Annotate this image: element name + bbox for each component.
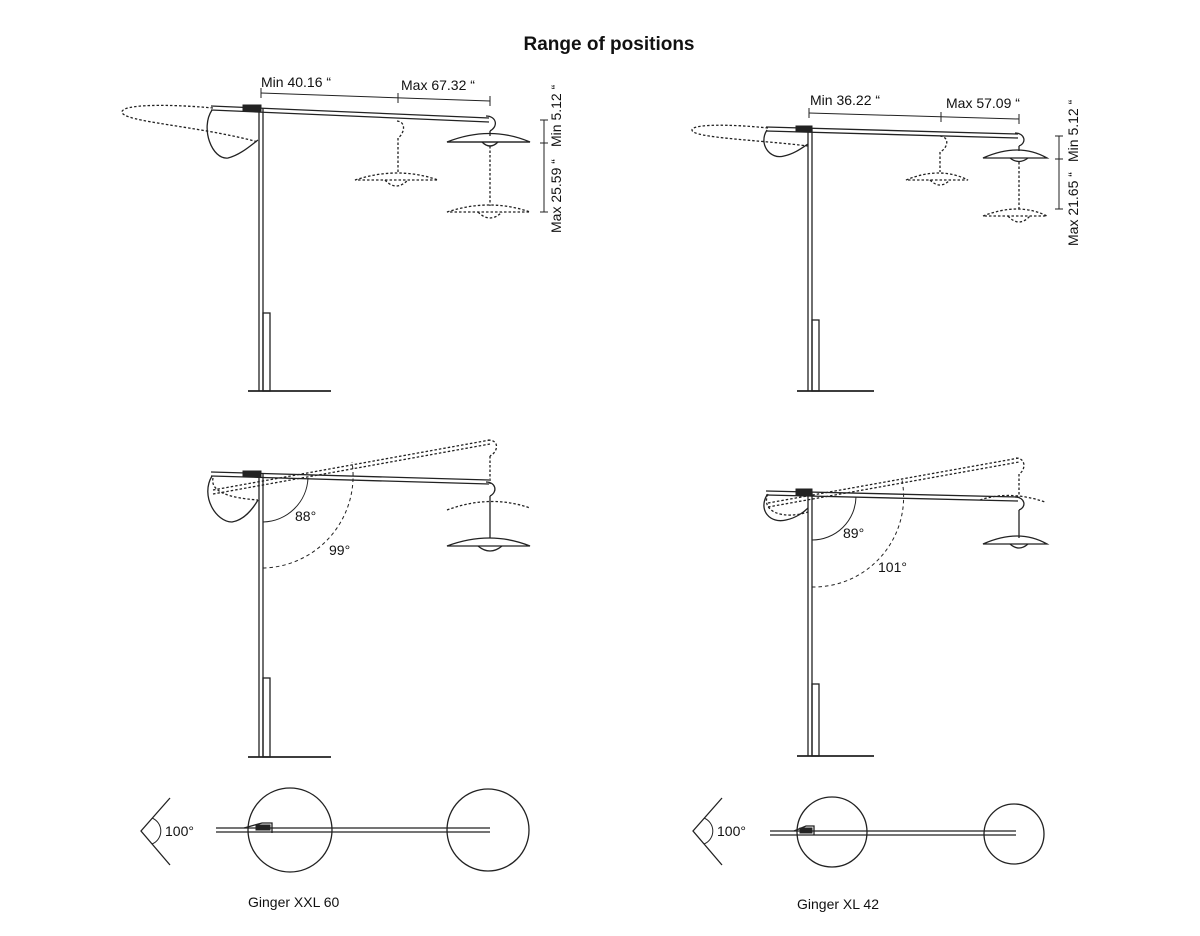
xl42-drop-max-label: Max 21.65 “ — [1065, 172, 1081, 246]
xl42-tilt-view: 89° 101° — [763, 457, 1050, 757]
xxl60-model-caption: Ginger XXL 60 — [248, 894, 340, 910]
xxl60-reach-dimension — [260, 92, 491, 102]
xxl60-cable — [206, 109, 259, 159]
xl42-reach-max-label: Max 57.09 “ — [946, 95, 1020, 111]
xl42-reach-min-label: Min 36.22 “ — [810, 92, 880, 108]
xxl60-counterweight — [262, 312, 271, 392]
xxl60-rotation-chevron — [140, 797, 171, 866]
xxl60-joint — [255, 824, 271, 831]
xxl60-top-view: 100° — [140, 787, 530, 873]
xl42-tilt-arc-solid — [811, 496, 857, 541]
xl42-top-view: 100° — [692, 796, 1045, 868]
xxl60-tilt-angle-solid: 88° — [295, 508, 316, 524]
xl42-drop-min-label: Min 5.12 “ — [1065, 99, 1081, 162]
xxl60-reach-drop-view: Min 40.16 “ Max 67.32 “ Min 5.12 “ Max 2… — [121, 74, 564, 392]
xl42-model-caption: Ginger XL 42 — [797, 896, 879, 912]
xxl60-reach-max-label: Max 67.32 “ — [401, 77, 475, 93]
xxl60-drop-max-label: Max 25.59 “ — [548, 159, 564, 233]
xl42-shade — [982, 535, 1050, 545]
xxl60-tilt-arc-dashed — [262, 461, 354, 569]
xxl60-counterweight — [262, 677, 271, 758]
xl42-rotation-chevron — [692, 797, 723, 866]
xxl60-shade — [446, 537, 531, 547]
xl42-rotation-angle: 100° — [717, 823, 746, 839]
xl42-counterweight — [811, 683, 820, 757]
xxl60-tilt-arc-solid — [262, 477, 309, 523]
xl42-reach-drop-view: Min 36.22 “ Max 57.09 “ Min 5.12 “ Max 2… — [691, 92, 1081, 392]
xl42-tilt-angle-dashed: 101° — [878, 559, 907, 575]
xxl60-joint — [242, 470, 262, 478]
xxl60-shade-circle — [446, 788, 530, 872]
xl42-tilt-angle-solid: 89° — [843, 525, 864, 541]
xxl60-rotation-angle: 100° — [165, 823, 194, 839]
page-title: Range of positions — [524, 34, 695, 55]
xl42-shade — [982, 149, 1050, 159]
xxl60-reach-min-label: Min 40.16 “ — [261, 74, 331, 90]
xl42-joint — [795, 125, 813, 133]
xl42-tilt-arc-dashed — [811, 479, 905, 588]
xxl60-base-circle — [247, 787, 333, 873]
xxl60-drop-min-label: Min 5.12 “ — [548, 84, 564, 147]
xxl60-shade — [446, 132, 531, 143]
xl42-counterweight — [811, 319, 820, 392]
xl42-shade-circle — [983, 803, 1045, 865]
xxl60-tilt-view: 88° 99° — [207, 439, 531, 758]
xxl60-tilt-angle-dashed: 99° — [329, 542, 350, 558]
xl42-joint — [795, 488, 813, 496]
xl42-reach-dimension — [808, 112, 1020, 120]
xxl60-joint — [242, 104, 262, 112]
xl42-joint — [799, 827, 813, 834]
xl42-base-circle — [796, 796, 868, 868]
